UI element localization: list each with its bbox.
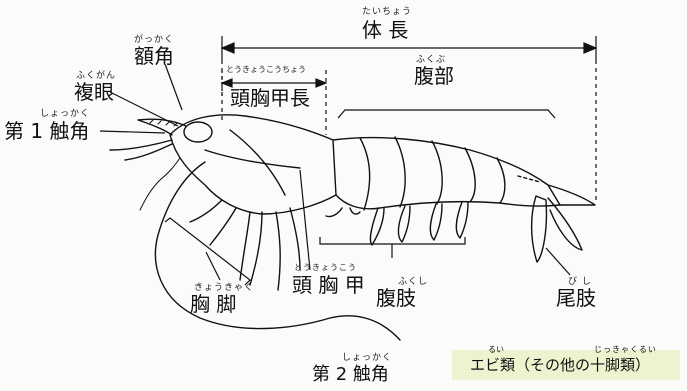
abdomen-label: 腹部 xyxy=(414,66,454,86)
carapace-length-label: 頭胸甲長 xyxy=(230,88,310,108)
annotation-lines xyxy=(100,36,596,285)
second-antenna-ruby: しょっかく xyxy=(342,354,392,363)
compound-eye-label: 複眼 xyxy=(74,82,114,102)
carapace-length-ruby: とうきょうこうちょう xyxy=(226,66,306,74)
pereiopod-label: 胸 脚 xyxy=(190,294,236,314)
caption-ruby-b: じっきゃくるい xyxy=(594,346,657,354)
rostrum-label: 額角 xyxy=(134,46,174,66)
caption-ruby-a: るい xyxy=(488,346,504,354)
first-antenna-ruby: しょっかく xyxy=(40,110,90,119)
telson-shape xyxy=(548,185,595,205)
second-antenna-label: 第 2 触角 xyxy=(312,366,389,384)
eye-shape xyxy=(184,122,212,142)
body-length-label: 体 長 xyxy=(362,20,408,40)
first-antenna-shape xyxy=(110,140,172,160)
carapace-outline xyxy=(170,115,336,214)
pleopod-label: 腹肢 xyxy=(376,288,416,308)
carapace-label: 頭 胸 甲 xyxy=(292,275,365,295)
carapace-ruby: とうきょうこう xyxy=(294,264,357,272)
body-length-ruby: たいちょう xyxy=(362,8,412,17)
caption-label: エビ類（その他の十脚類） xyxy=(470,358,650,373)
uropod-label: 尾肢 xyxy=(556,288,596,308)
first-antenna-label: 第 1 触角 xyxy=(4,121,89,141)
